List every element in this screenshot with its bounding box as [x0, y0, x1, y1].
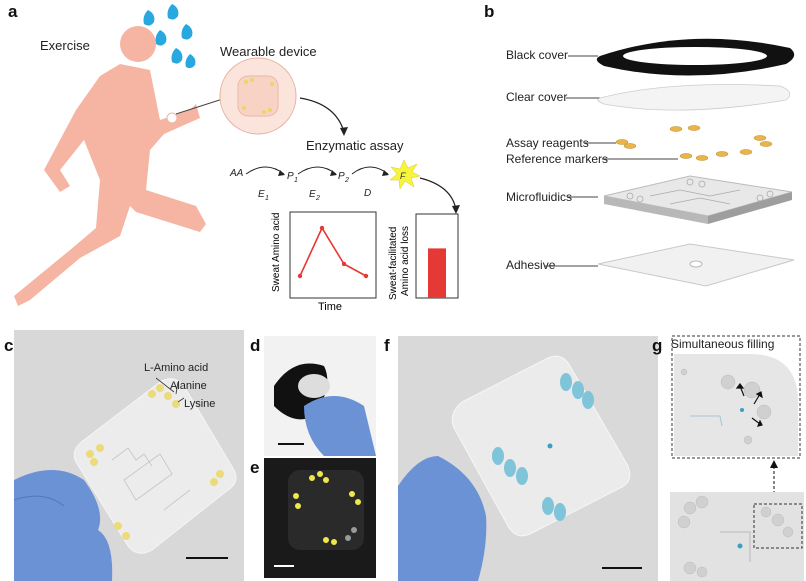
panel-g-photos: [670, 335, 804, 581]
layer-label-assay-reagents: Assay reagents: [506, 136, 589, 150]
glove-icon: [14, 470, 113, 581]
panel-f-photo: [398, 336, 658, 581]
panel-e-photo: [264, 458, 376, 578]
panel-c-photo: [14, 330, 244, 581]
bar-plot-ylabel-2: Amino acid loss: [400, 226, 411, 296]
wearable-device-label: Wearable device: [220, 44, 317, 59]
panel-a-illustration: AA P 1 P 2 E 1 E 2 D F Sw: [14, 4, 460, 313]
line-plot-xlabel: Time: [318, 301, 342, 313]
fluorescent-spots: [293, 471, 361, 545]
enzymatic-assay-label: Enzymatic assay: [306, 138, 404, 153]
flow-arrows-icon: [735, 383, 763, 427]
fluorescence-star-icon: [389, 159, 421, 190]
svg-text:2: 2: [344, 177, 349, 184]
svg-text:1: 1: [265, 195, 269, 202]
layer-label-black-cover: Black cover: [506, 48, 569, 62]
panel-b-exploded-view: [544, 38, 795, 287]
layer-label-reference-markers: Reference markers: [506, 152, 609, 166]
reaction-e1: E: [258, 189, 265, 200]
line-plot-point-1: [319, 225, 325, 231]
line-plot-point-2: [341, 261, 347, 267]
panel-d-photo: [264, 336, 376, 456]
layer-label-adhesive: Adhesive: [506, 258, 556, 272]
clear-cover-layer: [597, 84, 791, 111]
panel-letter-c: c: [4, 336, 14, 355]
layer-label-clear-cover: Clear cover: [506, 90, 568, 104]
reaction-p1: P: [287, 171, 294, 182]
line-plot-points: [297, 225, 369, 279]
bar-plot-bar: [428, 248, 446, 298]
reaction-e2: E: [309, 189, 316, 200]
svg-text:2: 2: [315, 195, 320, 202]
reagent-spots: [86, 384, 224, 540]
reaction-aa: AA: [229, 168, 244, 179]
sweat-drops-icon: [143, 4, 196, 69]
reaction-p2: P: [338, 171, 345, 182]
line-plot-point-3: [363, 273, 369, 279]
line-plot-ylabel: Sweat Amino acid: [271, 213, 282, 293]
panel-letter-e: e: [250, 458, 260, 477]
reaction-d: D: [364, 188, 371, 199]
glove-icon-f: [398, 456, 487, 581]
label-alanine: Alanine: [170, 380, 207, 392]
line-plot-point-0: [297, 273, 303, 279]
layer-label-microfluidics: Microfluidics: [506, 190, 573, 204]
panel-letter-f: f: [384, 336, 390, 355]
panel-letter-b: b: [484, 2, 495, 21]
blue-filled-reservoirs: [492, 373, 594, 521]
runner-silhouette: [14, 26, 206, 306]
label-lysine: Lysine: [184, 398, 216, 410]
microfluidic-channels: [626, 178, 774, 205]
glove-icon-d: [304, 396, 376, 456]
reaction-f: F: [400, 171, 406, 181]
panel-letter-d: d: [250, 336, 261, 355]
line-plot-frame: [289, 211, 377, 299]
svg-text:1: 1: [294, 177, 298, 184]
assay-reagent-discs: [615, 125, 773, 161]
label-l-amino-acid: L-Amino acid: [144, 362, 209, 374]
simultaneous-filling-title: Simultaneous filling: [671, 337, 775, 351]
panel-letter-a: a: [8, 2, 18, 21]
patch-device: [73, 378, 237, 554]
exercise-label: Exercise: [40, 38, 90, 53]
panel-letter-g: g: [652, 336, 663, 355]
bar-plot-ylabel-1: Sweat-facilitated: [388, 227, 399, 300]
line-plot-series: [299, 226, 367, 277]
